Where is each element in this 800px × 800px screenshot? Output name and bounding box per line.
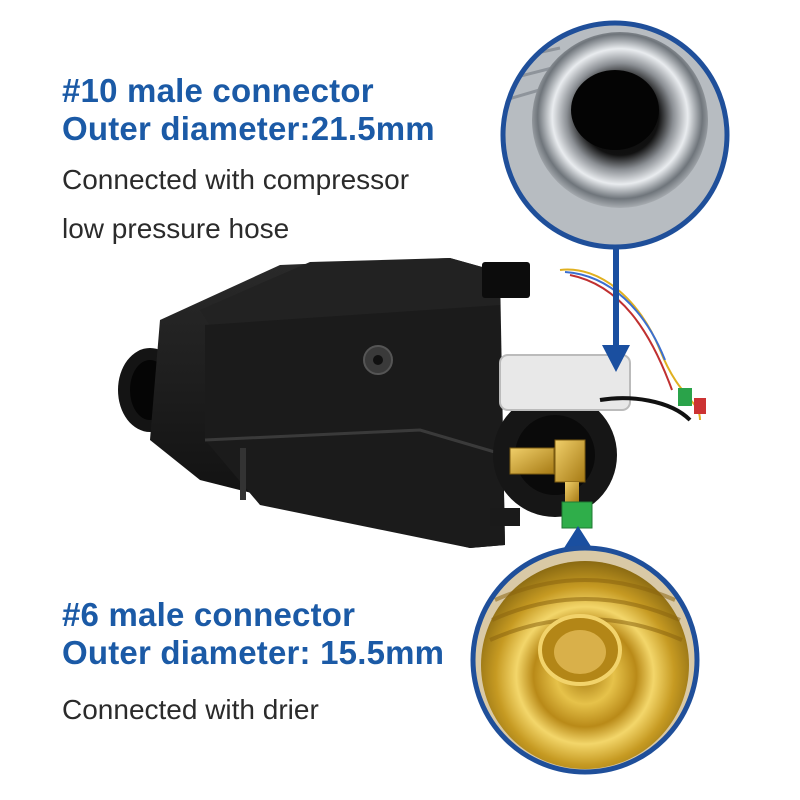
bottom-callout-title: #6 male connector (62, 596, 356, 633)
brass-fitting-small (554, 439, 586, 483)
top-callout-diameter: Outer diameter:21.5mm (62, 110, 435, 147)
top-callout-desc-line1: Connected with compressor (62, 164, 410, 195)
housing-front (205, 305, 505, 548)
motor (499, 354, 631, 411)
bottom-callout: #6 male connector Outer diameter: 15.5mm… (62, 596, 444, 727)
evaporator-unit (118, 258, 706, 548)
brass-fitting-large (509, 447, 555, 475)
bottom-callout-diameter: Outer diameter: 15.5mm (62, 634, 445, 671)
zoom-circle-bottom (470, 545, 700, 775)
zoom-circle-top (500, 20, 730, 250)
top-callout-title: #10 male connector (62, 72, 374, 109)
housing-lid (200, 258, 500, 325)
top-callout-desc-line2: low pressure hose (62, 213, 290, 244)
bottom-callout-desc: Connected with drier (62, 694, 319, 725)
green-cap (561, 501, 593, 529)
top-callout: #10 male connector Outer diameter:21.5mm… (62, 72, 435, 246)
switch-block (482, 262, 530, 298)
top-arrow-head (602, 345, 630, 372)
bottom-arrow-head (564, 526, 592, 548)
